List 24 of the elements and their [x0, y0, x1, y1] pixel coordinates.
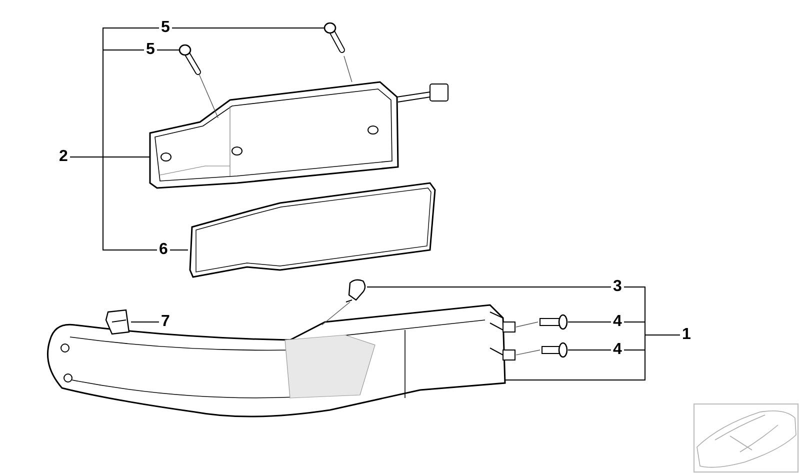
screw-h-drawing — [538, 314, 568, 330]
gasket-drawing — [188, 182, 438, 279]
callout-number: 4 — [611, 341, 624, 359]
housing-drawing — [150, 80, 450, 190]
clip-drawing — [103, 308, 131, 336]
callout-number: 4 — [611, 313, 624, 331]
leader-line — [70, 156, 150, 158]
leader-line — [366, 286, 612, 288]
callout-number: 3 — [611, 278, 624, 296]
callout-number: 7 — [159, 313, 172, 331]
callout-number: 5 — [159, 19, 172, 37]
bulb-drawing — [344, 278, 367, 302]
screw-h-drawing — [540, 342, 568, 358]
screw-top-drawing — [325, 20, 347, 56]
callout-number: 2 — [57, 148, 70, 166]
leader-line — [516, 322, 538, 328]
callout-number: 1 — [680, 326, 693, 344]
leader-line — [504, 334, 680, 380]
callout-number: 5 — [144, 41, 157, 59]
leader-line — [344, 56, 352, 82]
leader-line — [516, 350, 540, 356]
callout-number: 6 — [157, 241, 170, 259]
leader-line — [322, 302, 350, 326]
leader-line — [198, 74, 218, 118]
